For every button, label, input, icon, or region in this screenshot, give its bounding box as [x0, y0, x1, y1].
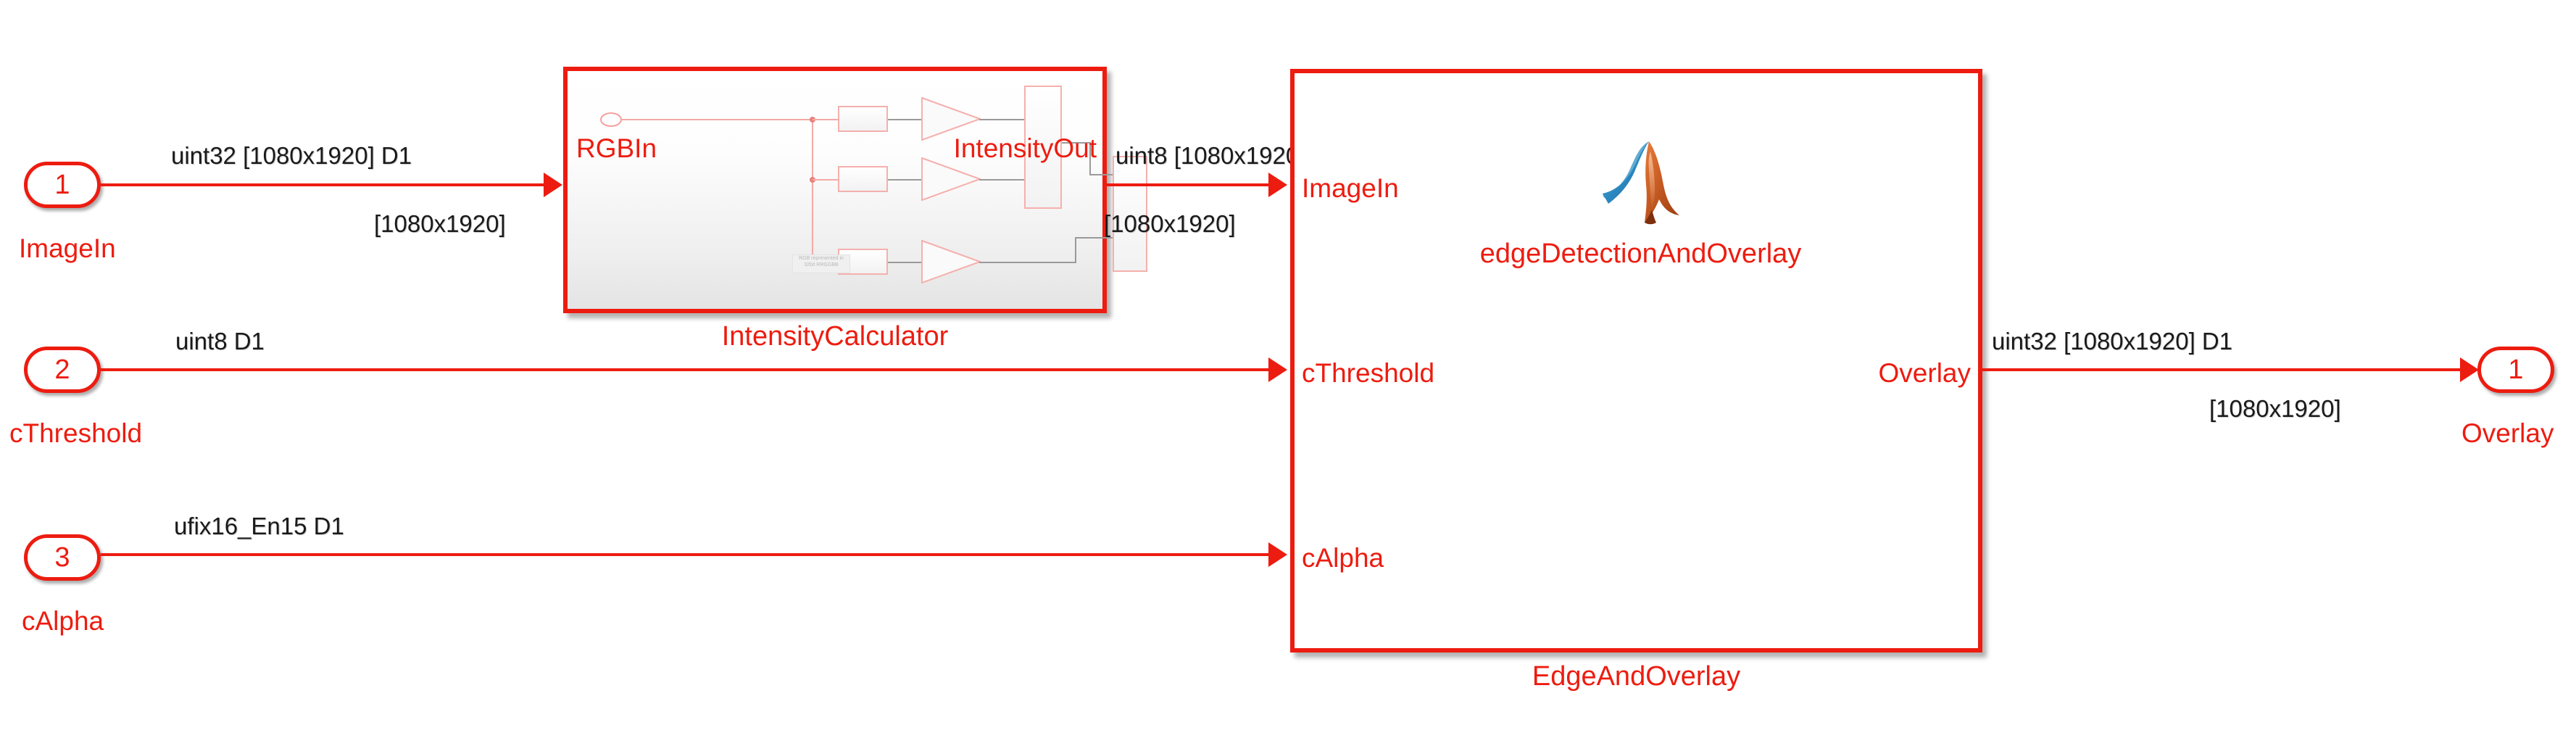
arrow-calpha [1268, 542, 1287, 567]
preview-mux-block [1024, 86, 1062, 209]
preview-wire-r2-a [888, 179, 923, 181]
block-port-rgbin: RGBIn [576, 133, 657, 163]
wire-overlay[interactable] [1982, 368, 2464, 371]
preview-wire-trunk [621, 119, 813, 120]
preview-wire-mux-out-h2 [1089, 174, 1114, 175]
wire-imagein[interactable] [101, 183, 546, 186]
inport-1-number: 1 [54, 170, 70, 200]
arrow-cthreshold [1268, 357, 1287, 382]
block-port-overlay: Overlay [1878, 358, 1971, 388]
inport-2-label: cThreshold [9, 418, 143, 448]
block-port-cthreshold: cThreshold [1302, 358, 1435, 388]
outport-1-number: 1 [2508, 355, 2524, 385]
outport-1-label: Overlay [2461, 418, 2554, 448]
preview-wire-r3-b [979, 262, 1076, 263]
block-edge-and-overlay[interactable]: ImageIn cThreshold cAlpha Overlay [1290, 69, 1982, 652]
signal-label-intensity-dims: [1080x1920] [1104, 210, 1236, 237]
block-port-calpha: cAlpha [1302, 543, 1384, 573]
preview-wire-mux-out-v [1089, 142, 1091, 175]
signal-label-calpha-type: ufix16_En15 D1 [174, 513, 344, 539]
preview-sum-block [1113, 156, 1147, 272]
inport-3-label: cAlpha [22, 606, 104, 636]
intensity-calculator-preview [568, 71, 1147, 309]
preview-inport-circle [600, 112, 622, 127]
wire-intensity[interactable] [1107, 183, 1271, 186]
preview-wire-stub-1 [813, 119, 839, 120]
block-label-intensity-calculator: IntensityCalculator [721, 321, 949, 352]
signal-label-imagein-type: uint32 [1080x1920] D1 [171, 142, 412, 169]
inport-3-number: 3 [54, 542, 70, 573]
preview-rgb-annotation-line1: RGB represented in [799, 256, 844, 261]
function-name-label: edgeDetectionAndOverlay [1479, 239, 1802, 269]
block-label-edge-and-overlay: EdgeAndOverlay [1532, 661, 1741, 692]
preview-wire-r3-v [1075, 237, 1076, 263]
preview-wire-r1-b [979, 119, 1025, 120]
preview-extract-block-2 [838, 166, 888, 192]
preview-wire-r2-b [979, 179, 1025, 181]
wire-calpha[interactable] [101, 553, 1271, 556]
signal-label-overlay-dims: [1080x1920] [2209, 395, 2341, 422]
preview-rgb-annotation: RGB represented in 32bit RRGGBB [792, 254, 850, 273]
arrow-imagein [544, 173, 562, 197]
signal-label-imagein-dims: [1080x1920] [374, 210, 506, 237]
preview-gain-triangle-2 [921, 157, 981, 201]
preview-wire-r3-a [888, 262, 923, 263]
preview-wire-mux-out-h [1062, 142, 1091, 144]
inport-3[interactable]: 3 [24, 534, 101, 581]
preview-extract-block-1 [838, 106, 888, 132]
arrow-overlay [2460, 357, 2479, 382]
inport-1-label: ImageIn [19, 233, 116, 263]
preview-wire-branch-vertical [812, 119, 813, 262]
inport-2-number: 2 [54, 355, 70, 385]
preview-gain-triangle-1 [921, 97, 981, 141]
block-port-intensityout: IntensityOut [953, 133, 1097, 163]
outport-1[interactable]: 1 [2477, 347, 2554, 393]
matlab-membrane-logo [1603, 141, 1679, 225]
inport-2[interactable]: 2 [24, 347, 101, 393]
block-intensity-calculator[interactable]: RGB represented in 32bit RRGGBB RGBIn In… [563, 67, 1147, 313]
preview-wire-r1-a [888, 119, 923, 120]
arrow-intensity [1268, 173, 1287, 197]
block-port-imagein: ImageIn [1302, 173, 1399, 203]
signal-label-overlay-type: uint32 [1080x1920] D1 [1992, 328, 2233, 355]
preview-wire-stub-2 [813, 179, 839, 181]
signal-label-cthreshold-type: uint8 D1 [175, 328, 265, 355]
inport-1[interactable]: 1 [24, 162, 101, 208]
wire-cthreshold[interactable] [101, 368, 1271, 371]
preview-wire-r3-c [1075, 237, 1114, 239]
preview-gain-triangle-3 [921, 240, 981, 283]
preview-rgb-annotation-line2: 32bit RRGGBB [804, 262, 839, 268]
